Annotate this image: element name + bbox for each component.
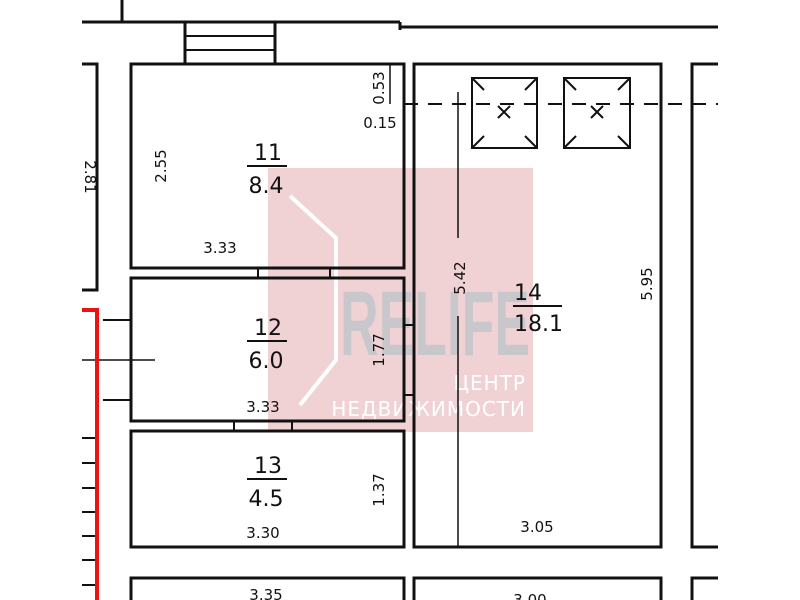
watermark-line1: ЦЕНТР <box>454 371 526 395</box>
dim-room-14-inner: 5.42 <box>451 261 469 294</box>
room-area: 4.5 <box>249 487 284 512</box>
dim-bottom-left: 3.35 <box>249 586 282 600</box>
dim-room-12-height: 1.77 <box>370 333 388 366</box>
dim-niche-offset: 0.15 <box>363 114 396 132</box>
room-number: 11 <box>254 141 282 166</box>
dim-room-11-height: 2.55 <box>152 149 170 182</box>
dim-niche-depth: 0.53 <box>370 71 388 104</box>
watermark-brand: RELIFE <box>340 273 530 375</box>
room-11-outline <box>129 62 406 270</box>
watermark-line2: НЕДВИЖИМОСТИ <box>331 397 526 421</box>
watermark: RELIFE ЦЕНТР НЕДВИЖИМОСТИ <box>268 168 533 432</box>
room-area: 8.4 <box>249 174 284 199</box>
dim-room-14-width: 3.05 <box>520 518 553 536</box>
room-12-label: 12 6.0 <box>247 316 287 374</box>
room-area: 6.0 <box>249 349 284 374</box>
walls <box>82 0 718 600</box>
room-number: 13 <box>254 454 282 479</box>
dim-left-room: 2.81 <box>81 160 99 193</box>
room-area: 18.1 <box>514 312 563 337</box>
dim-room-13-height: 1.37 <box>370 473 388 506</box>
dim-bottom-mid: 3.00 <box>513 591 546 600</box>
room-13-outline <box>129 429 406 549</box>
room-number: 14 <box>514 281 542 306</box>
room-14-outline <box>412 62 663 549</box>
watermark-logo-mark <box>288 194 338 407</box>
dim-room-12-width: 3.33 <box>246 398 279 416</box>
dim-room-13-width: 3.30 <box>246 524 279 542</box>
room-13-label: 13 4.5 <box>247 454 287 512</box>
room-11-label: 11 8.4 <box>247 141 287 199</box>
dim-room-14-height: 5.95 <box>638 267 656 300</box>
red-boundary <box>82 308 99 600</box>
room-number: 12 <box>254 316 282 341</box>
dim-room-11-width: 3.33 <box>203 239 236 257</box>
vent-shaft-icon <box>471 77 538 149</box>
vent-shaft-icon <box>563 77 631 149</box>
room-14-label: 14 18.1 <box>513 281 563 337</box>
